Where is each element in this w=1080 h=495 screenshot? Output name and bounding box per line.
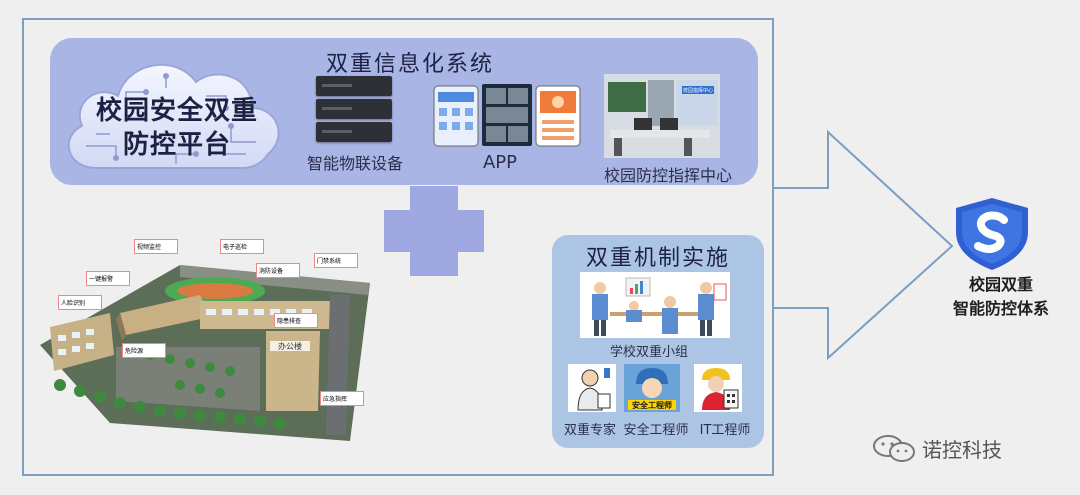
- cloud-title: 校园安全双重 防控平台: [82, 94, 272, 162]
- team-caption: 学校双重小组: [610, 345, 689, 360]
- result-line2: 智能防控体系: [952, 299, 1049, 318]
- campus-tag: 危险源: [122, 343, 166, 358]
- campus-tag: 电子巡检: [220, 239, 264, 254]
- it-engineer-icon: [694, 364, 742, 412]
- safety-engineer-icon: 安全工程师: [624, 364, 680, 412]
- campus-tag: 消防设备: [256, 263, 300, 278]
- watermark-text: 诺控科技: [922, 438, 1002, 462]
- office-building-label: [270, 341, 310, 351]
- campus-tag: 隐患排查: [274, 313, 318, 328]
- command-center-icon: 校园指挥中心: [604, 74, 720, 158]
- wechat-icon: [873, 435, 915, 462]
- campus-tags: 视频监控 电子巡检 消防设备 门禁系统 一键报警 人脸识别 隐患排查 危险源 应…: [30, 235, 372, 445]
- shield-s-icon: [956, 198, 1028, 270]
- server-rack-icon: [316, 76, 392, 146]
- result-line1: 校园双重: [968, 275, 1033, 294]
- app-caption: APP: [482, 152, 518, 173]
- cloud-circuit-icon: [67, 63, 280, 169]
- mechanism-panel: [552, 235, 764, 448]
- app-screens-icon: [433, 84, 581, 147]
- expert-icon: [568, 364, 616, 412]
- plus-icon-bar: [384, 210, 484, 252]
- platform-title: 双重信息化系统: [326, 52, 495, 77]
- cloud-title-line2: 防控平台: [122, 130, 231, 160]
- command-center-caption: 校园防控指挥中心: [603, 166, 732, 185]
- campus-tag: 门禁系统: [314, 253, 358, 268]
- campus-tag: 视频监控: [134, 239, 178, 254]
- role-label-safety: 安全工程师: [623, 423, 689, 438]
- device-caption: 智能物联设备: [306, 154, 403, 173]
- command-center-sign: 校园指挥中心: [683, 87, 713, 94]
- safety-engineer-badge: 安全工程师: [632, 400, 672, 410]
- role-label-it: IT工程师: [699, 423, 751, 438]
- result-title: 校园双重 智能防控体系: [938, 273, 1064, 321]
- mechanism-title: 双重机制实施: [586, 246, 731, 271]
- campus-tag: 人脸识别: [58, 295, 102, 310]
- building-label-text: 办公楼: [278, 341, 302, 351]
- team-meeting-icon: [580, 272, 730, 338]
- campus-tag: 一键报警: [86, 271, 130, 286]
- cloud-title-line1: 校园安全双重: [95, 96, 258, 126]
- merge-arrow: [774, 129, 954, 361]
- outer-frame: [22, 18, 774, 476]
- campus-tag: 应急指挥: [320, 391, 364, 406]
- role-label-expert: 双重专家: [563, 423, 616, 438]
